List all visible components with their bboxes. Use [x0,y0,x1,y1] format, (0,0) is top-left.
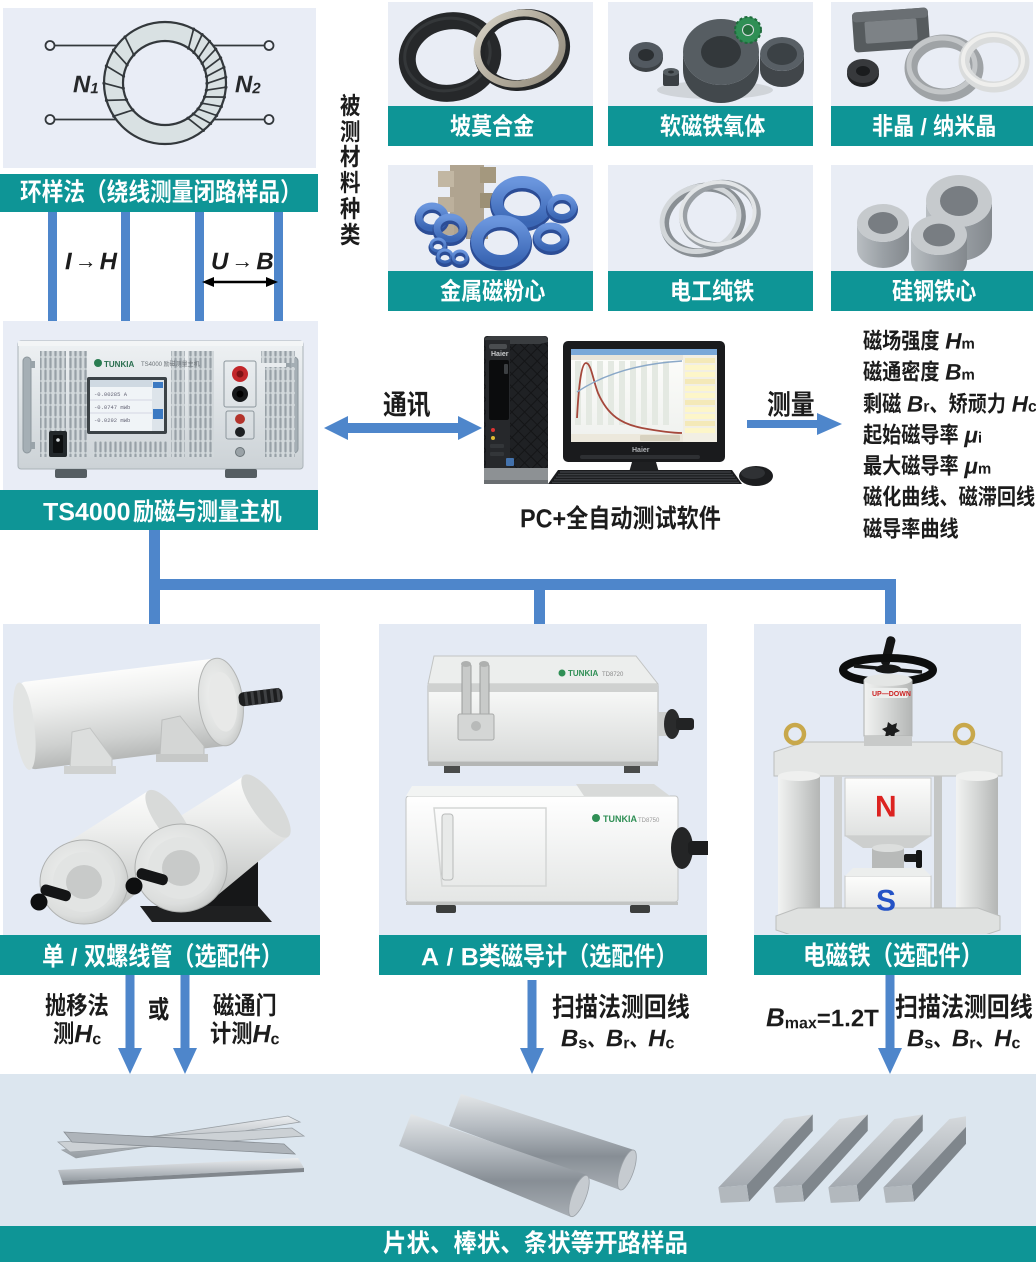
svg-text:TD8720: TD8720 [602,672,624,678]
svg-text:TD8750: TD8750 [638,818,660,824]
svg-text:TUNKIA: TUNKIA [568,669,598,678]
svg-text:Haier: Haier [632,447,650,454]
svg-text:TUNKIA: TUNKIA [603,814,637,824]
svg-text:UP—DOWN: UP—DOWN [872,691,911,698]
svg-text:TS4000 励磁测量主机: TS4000 励磁测量主机 [141,360,200,368]
svg-text:-0.0292 mWb: -0.0292 mWb [94,417,130,424]
svg-text:-0.00285 A: -0.00285 A [94,391,128,398]
svg-text:-0.0747 mWb: -0.0747 mWb [94,404,130,411]
svg-text:TUNKIA: TUNKIA [104,360,134,369]
svg-text:Haier: Haier [491,351,509,358]
